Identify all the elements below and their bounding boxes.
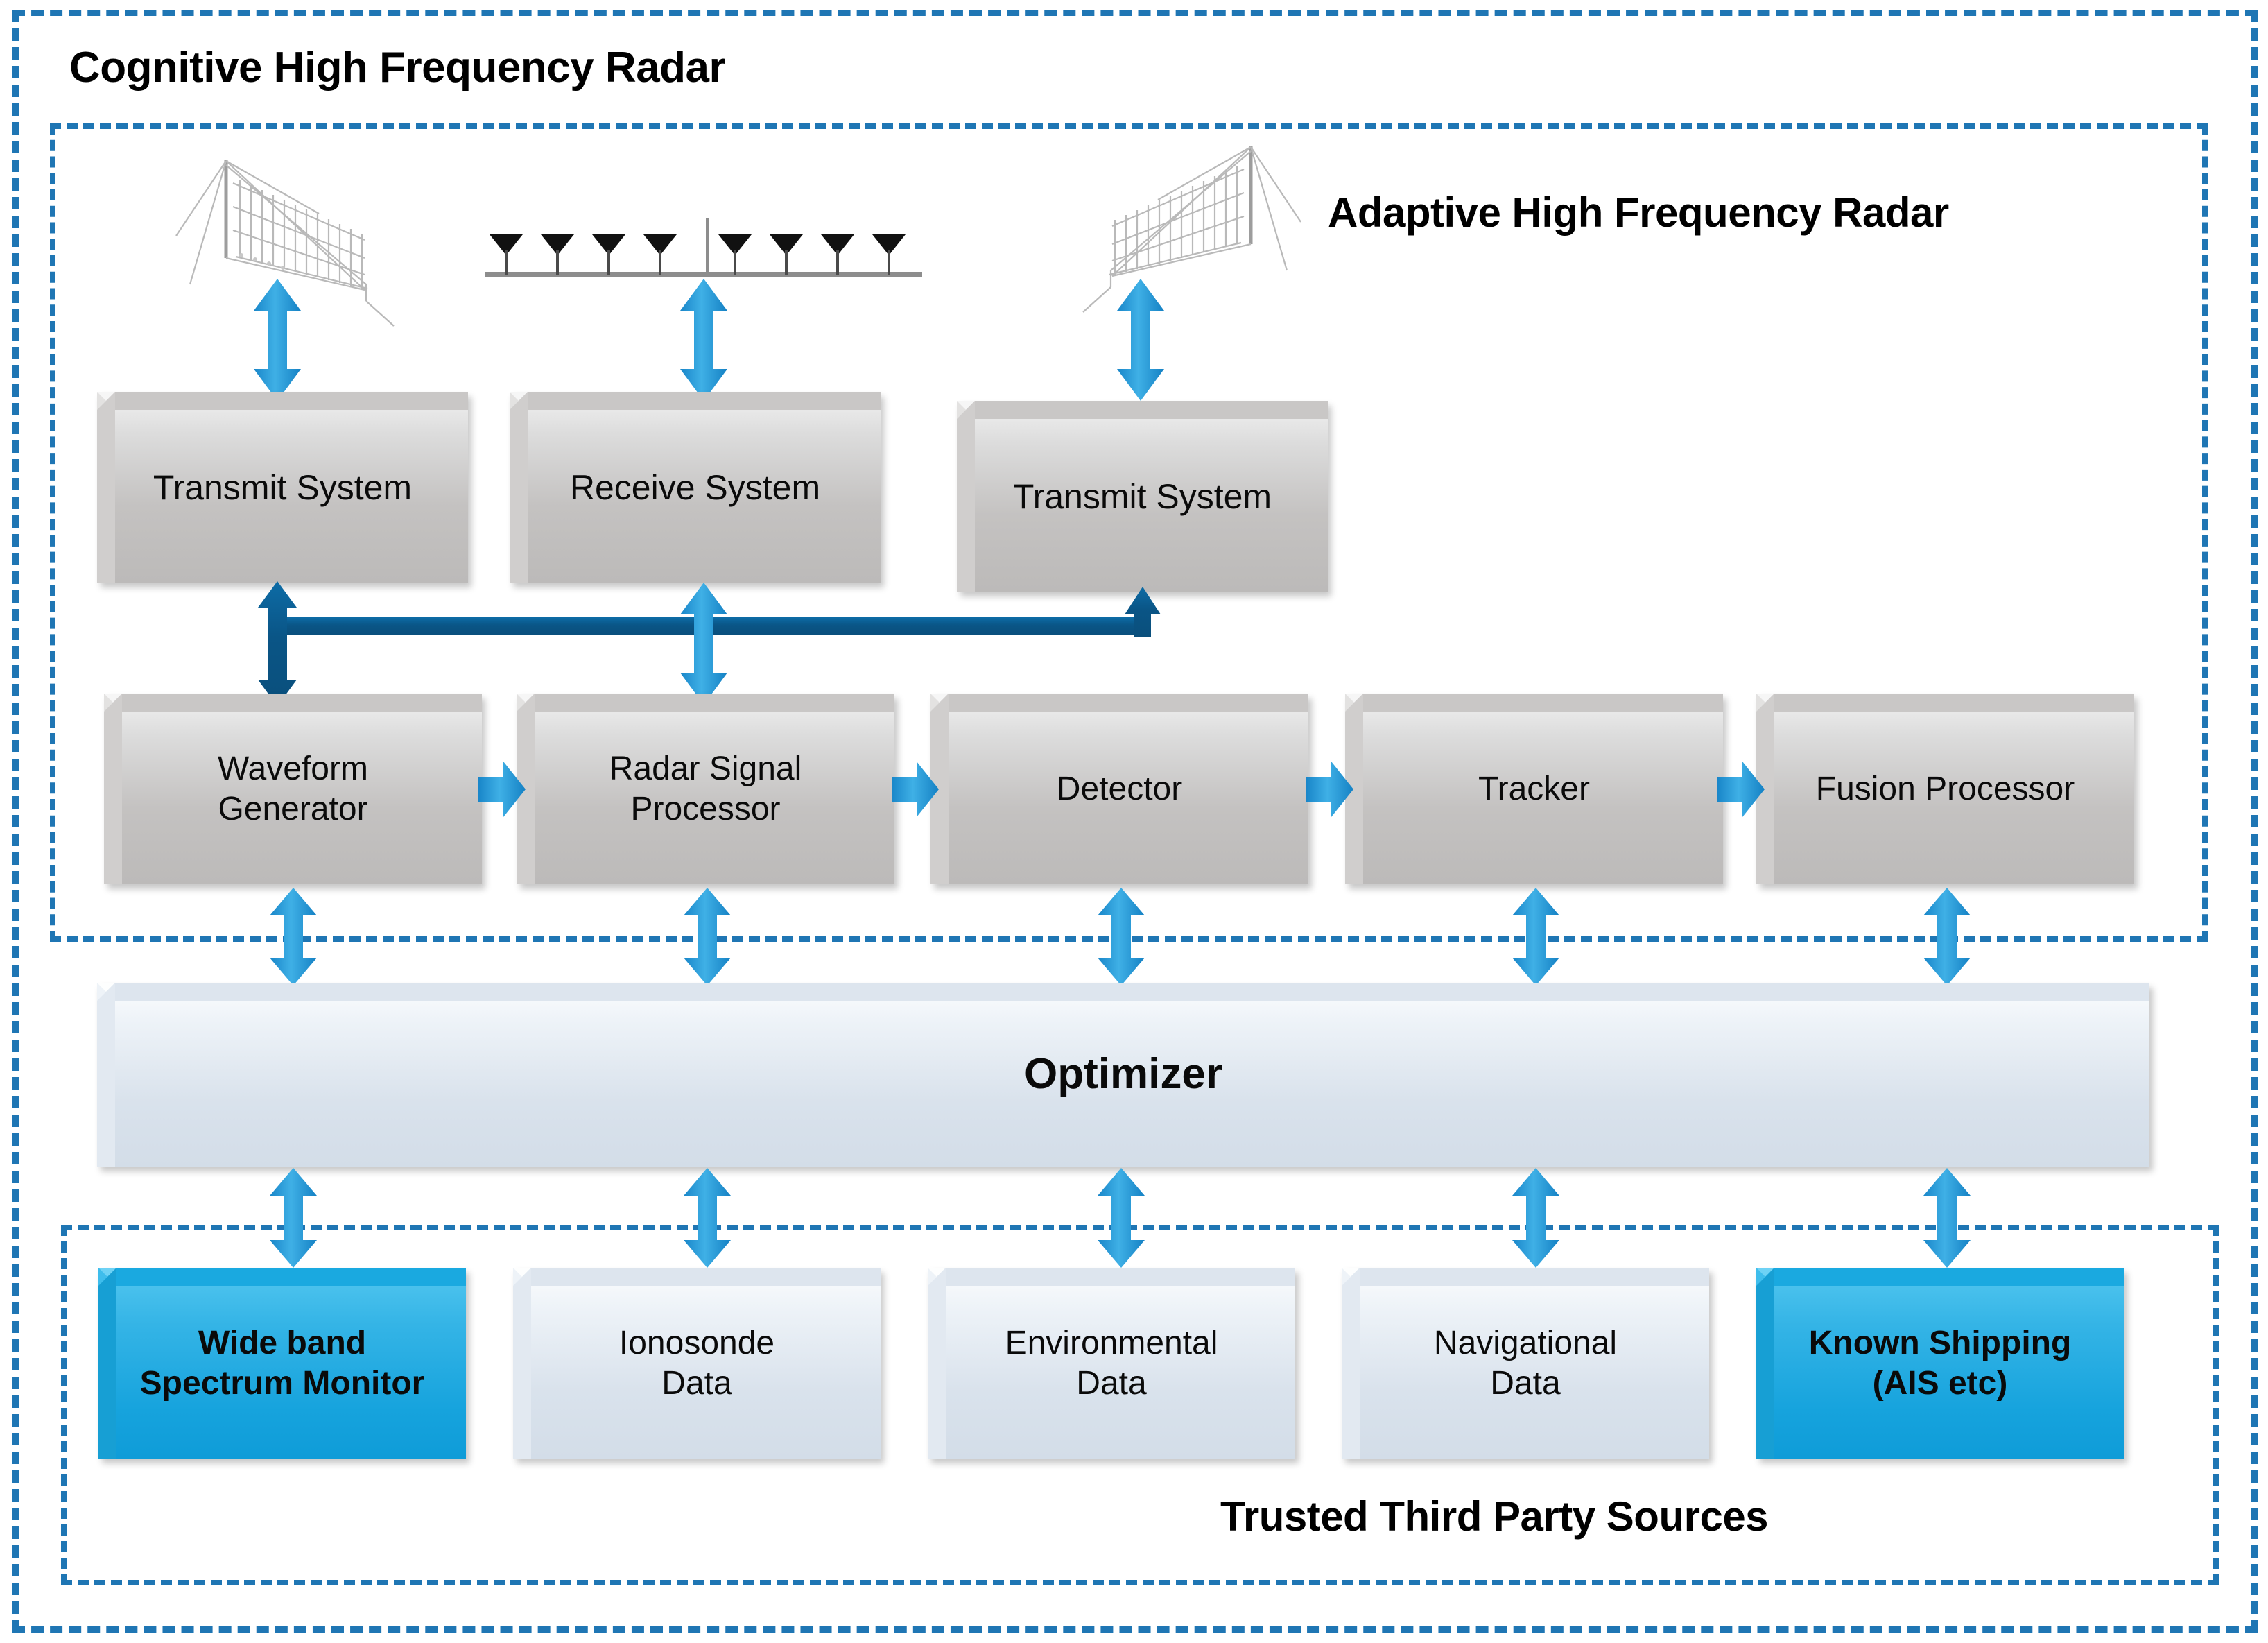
source-label-line2: Data — [1490, 1364, 1561, 1402]
block-label-line2: Processor — [630, 790, 781, 827]
source-label-line2: Data — [661, 1364, 732, 1402]
cognitive-radar-title: Cognitive High Frequency Radar — [69, 44, 726, 92]
source-environmental-data[interactable]: Environmental Data — [928, 1268, 1295, 1459]
source-known-shipping[interactable]: Known Shipping (AIS etc) — [1756, 1268, 2124, 1459]
arrow-antenna-to-transmit-right — [1113, 277, 1168, 402]
block-label-line1: Radar Signal — [609, 750, 802, 787]
source-ionosonde-data[interactable]: Ionosonde Data — [513, 1268, 881, 1459]
arrow-optimizer-to-known-shipping — [1919, 1167, 1975, 1269]
source-navigational-data[interactable]: Navigational Data — [1342, 1268, 1709, 1459]
source-label-line1: Navigational — [1433, 1324, 1618, 1361]
arrow-tracker-to-fusion-processor — [1717, 757, 1766, 821]
block-label: Transmit System — [153, 467, 413, 507]
arrow-receive-to-signal-processor — [676, 581, 732, 706]
block-label-line2: Generator — [218, 790, 368, 827]
block-label-line1: Fusion Processor — [1815, 770, 2075, 807]
arrow-waveform-to-signal-processor — [478, 757, 527, 821]
source-label-line2: Data — [1076, 1364, 1147, 1402]
block-fusion-processor[interactable]: Fusion Processor — [1756, 694, 2134, 884]
block-optimizer[interactable]: Optimizer — [97, 983, 2149, 1167]
source-label-line2: (AIS etc) — [1872, 1364, 2008, 1402]
block-tracker[interactable]: Tracker — [1345, 694, 1723, 884]
arrow-optimizer-to-navigational-data — [1508, 1167, 1564, 1269]
arrow-optimizer-to-ionosonde-data — [679, 1167, 735, 1269]
block-label: Optimizer — [1024, 1050, 1222, 1099]
arrow-detector-to-tracker — [1306, 757, 1355, 821]
arrow-tracker-to-optimizer — [1508, 886, 1564, 987]
adaptive-radar-title: Adaptive High Frequency Radar — [1328, 189, 1949, 236]
cognitive-radar-frame — [12, 10, 2258, 1633]
block-receive-system[interactable]: Receive System — [510, 392, 881, 583]
source-label-line1: Ionosonde — [618, 1324, 775, 1361]
source-wide-band-spectrum-monitor[interactable]: Wide band Spectrum Monitor — [98, 1268, 466, 1459]
block-transmit-system-right[interactable]: Transmit System — [957, 401, 1328, 592]
block-label: Receive System — [569, 467, 821, 507]
source-label-line1: Known Shipping — [1808, 1324, 2072, 1361]
block-waveform-generator[interactable]: Waveform Generator — [104, 694, 482, 884]
arrow-waveform-to-optimizer — [266, 886, 321, 987]
block-label-line1: Waveform — [218, 750, 368, 787]
trusted-sources-frame — [61, 1225, 2219, 1585]
source-label-line1: Wide band — [198, 1324, 367, 1361]
block-transmit-system-left[interactable]: Transmit System — [97, 392, 468, 583]
block-detector[interactable]: Detector — [930, 694, 1308, 884]
curtain-antenna-right-icon — [1033, 139, 1304, 347]
block-radar-signal-processor[interactable]: Radar Signal Processor — [517, 694, 894, 884]
arrow-signal-processor-to-optimizer — [679, 886, 735, 987]
arrow-optimizer-to-spectrum-monitor — [266, 1167, 321, 1269]
arrow-detector-to-optimizer — [1093, 886, 1149, 987]
arrow-antenna-to-receive — [676, 277, 732, 402]
block-label: Transmit System — [1012, 476, 1272, 516]
arrow-signal-processor-to-detector — [892, 757, 940, 821]
block-label-line1: Tracker — [1478, 770, 1590, 807]
arrow-optimizer-to-environmental-data — [1093, 1167, 1149, 1269]
trusted-sources-title: Trusted Third Party Sources — [1220, 1493, 1769, 1540]
curtain-antenna-left-icon — [173, 153, 444, 361]
block-label-line1: Detector — [1056, 770, 1183, 807]
source-label-line2: Spectrum Monitor — [139, 1364, 425, 1402]
receive-array-antenna-icon — [485, 208, 922, 291]
arrow-fusion-processor-to-optimizer — [1919, 886, 1975, 987]
arrow-antenna-to-transmit-left — [250, 277, 305, 402]
source-label-line1: Environmental — [1005, 1324, 1218, 1361]
